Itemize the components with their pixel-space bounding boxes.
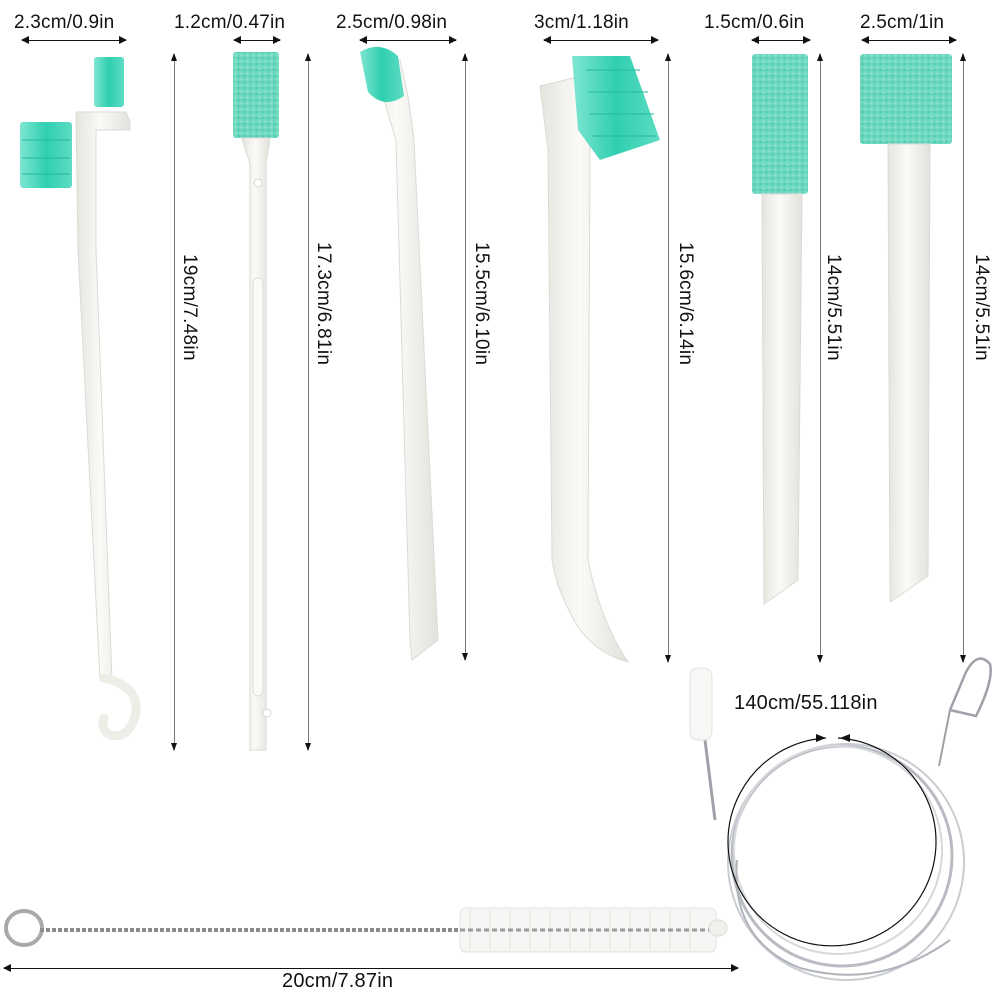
tool-6-wide-sponge-stick: [860, 54, 952, 603]
tool-5-narrow-sponge-stick: [752, 54, 808, 605]
length-arrow-tool-4: [665, 53, 671, 663]
tool-1-double-head-brush: [20, 57, 141, 741]
width-label-tool-6: 2.5cm/1in: [860, 12, 945, 33]
tool-4-curved-scrub-brush: [539, 56, 660, 663]
width-arrow-tool-4: [543, 36, 659, 44]
width-arrow-tool-3: [359, 36, 457, 44]
length-arrow-tool-3: [462, 53, 468, 661]
width-label-tool-4: 3cm/1.18in: [534, 12, 629, 33]
length-arrow-tool-6: [960, 53, 966, 663]
flexible-drain-cleaner: [689, 657, 992, 981]
width-arrow-tool-5: [751, 36, 811, 44]
width-arrow-tool-2: [233, 36, 281, 44]
length-arrow-tool-1: [171, 53, 177, 751]
length-arrow-tool-2: [305, 53, 311, 751]
length-arrow-tool-5: [817, 53, 823, 663]
bottle-brush: [4, 907, 728, 953]
width-label-tool-3: 2.5cm/0.98in: [336, 12, 448, 33]
width-arrow-tool-1: [21, 36, 127, 44]
length-label-flexible-cleaner: 140cm/55.118in: [734, 692, 878, 714]
width-label-tool-1: 2.3cm/0.9in: [14, 12, 115, 33]
width-label-tool-5: 1.5cm/0.6in: [704, 12, 805, 33]
length-label-bottle-brush: 20cm/7.87in: [282, 970, 394, 992]
length-arrow-bottle-brush: [3, 964, 739, 972]
tool-3-angled-brush: [360, 46, 439, 661]
width-arrow-tool-6: [861, 36, 957, 44]
width-label-tool-2: 1.2cm/0.47in: [174, 12, 286, 33]
tool-2-slim-sponge-stick: [233, 52, 279, 751]
